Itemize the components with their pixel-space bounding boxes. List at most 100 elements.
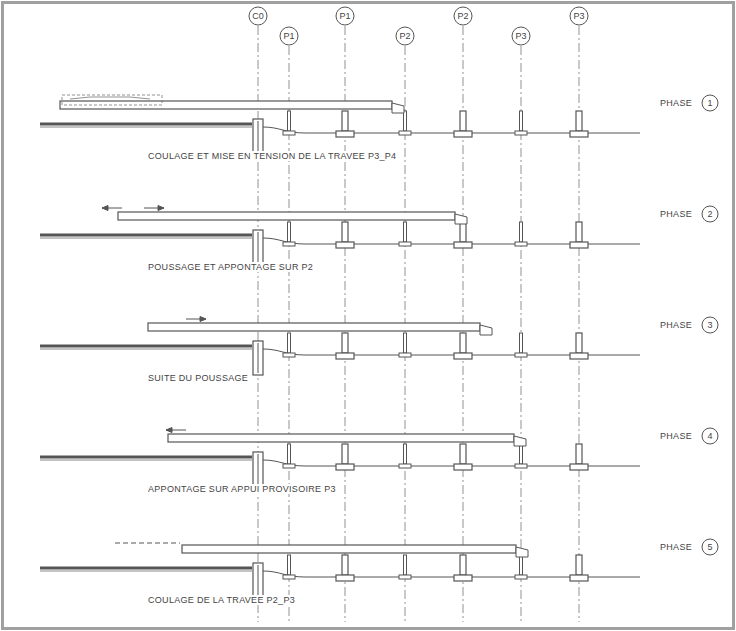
phase-illustration [40, 95, 640, 153]
circle-shape [454, 7, 472, 25]
phase-number-text: 3 [701, 316, 719, 334]
pier-footing [336, 242, 354, 248]
temporary-footing [515, 353, 527, 357]
temporary-footing [399, 353, 411, 357]
temporary-support [288, 333, 291, 353]
formwork-shape [70, 97, 150, 99]
temporary-footing [283, 131, 295, 135]
temporary-footing [283, 353, 295, 357]
embankment [40, 456, 252, 459]
pier [460, 111, 466, 131]
phase-number-text: 4 [701, 427, 719, 445]
axis-name: P1 [335, 6, 355, 26]
temporary-footing [515, 464, 527, 468]
embankment-edge [40, 349, 252, 350]
embankment [40, 123, 252, 126]
phase-number: 1 [701, 94, 719, 112]
pier-footing [570, 131, 588, 137]
deck [118, 212, 455, 220]
pier [576, 222, 582, 242]
pier-footing [454, 575, 472, 581]
circle-shape [702, 95, 718, 111]
abutment-hatch [258, 454, 259, 484]
axis-circle: P3 [511, 26, 531, 46]
phase-caption: APPONTAGE SUR APPUI PROVISOIRE P3 [146, 484, 338, 494]
abutment [253, 452, 263, 486]
temporary-footing [399, 575, 411, 579]
phase-caption: COULAGE ET MISE EN TENSION DE LA TRAVEE … [146, 151, 398, 161]
phase-word: PHASE [658, 209, 694, 219]
circle-shape [570, 7, 588, 25]
phase-word: PHASE [658, 98, 694, 108]
phase-word: PHASE [658, 542, 694, 552]
abutment-hatch [258, 121, 259, 151]
pier-footing [454, 242, 472, 248]
axis-circle: P1 [279, 26, 299, 46]
phase-illustration [40, 206, 640, 265]
phase-caption: POUSSAGE ET APPONTAGE SUR P2 [146, 262, 315, 272]
pier [576, 333, 582, 353]
axis-circle: P2 [453, 6, 473, 26]
phase-word: PHASE [658, 320, 694, 330]
pier-footing [336, 575, 354, 581]
embankment-edge [40, 460, 252, 461]
pier-footing [336, 131, 354, 137]
pier [460, 555, 466, 575]
temporary-support [288, 555, 291, 575]
phase-illustration [40, 317, 640, 376]
pier [342, 111, 348, 131]
embankment [40, 234, 252, 237]
formwork [62, 95, 162, 105]
temporary-support [520, 444, 523, 464]
embankment [40, 567, 252, 570]
pier-footing [336, 353, 354, 359]
phase-number-text: 2 [701, 205, 719, 223]
circle-shape [512, 27, 530, 45]
temporary-footing [515, 131, 527, 135]
temporary-support [404, 444, 407, 464]
pier-footing [454, 353, 472, 359]
phase-number-text: 1 [701, 94, 719, 112]
temporary-support [288, 222, 291, 242]
phase-word: PHASE [658, 431, 694, 441]
abutment-hatch [258, 565, 259, 595]
pier [460, 444, 466, 464]
axis-circle: P1 [335, 6, 355, 26]
temporary-footing [283, 575, 295, 579]
pier [576, 555, 582, 575]
temporary-footing [399, 131, 411, 135]
circle-shape [336, 7, 354, 25]
pier-footing [570, 242, 588, 248]
launching-nose [516, 547, 528, 557]
axis-name: P3 [511, 26, 531, 46]
future-deck [115, 543, 180, 544]
abutment-hatch [258, 343, 259, 373]
abutment [253, 563, 263, 597]
phase-number: 4 [701, 427, 719, 445]
pier-footing [570, 464, 588, 470]
temporary-support [520, 222, 523, 242]
phase-number: 2 [701, 205, 719, 223]
push-arrowhead [102, 206, 108, 211]
phase-caption: SUITE DU POUSSAGE [146, 373, 250, 383]
circle-shape [280, 27, 298, 45]
circle-shape [249, 7, 267, 25]
temporary-support [520, 111, 523, 131]
pier-footing [454, 131, 472, 137]
circle-shape [702, 317, 718, 333]
phase-number-text: 5 [701, 538, 719, 556]
axis-circle: P3 [569, 6, 589, 26]
axis-name: P3 [569, 6, 589, 26]
phase-number: 3 [701, 316, 719, 334]
pier-footing [570, 575, 588, 581]
pier [460, 222, 466, 242]
circle-shape [702, 428, 718, 444]
pier [460, 333, 466, 353]
axis-name: P1 [279, 26, 299, 46]
push-arrowhead [158, 206, 164, 211]
abutment-hatch [258, 232, 259, 262]
temporary-support [520, 333, 523, 353]
pier [342, 222, 348, 242]
embankment-edge [40, 127, 252, 128]
deck [182, 545, 516, 553]
